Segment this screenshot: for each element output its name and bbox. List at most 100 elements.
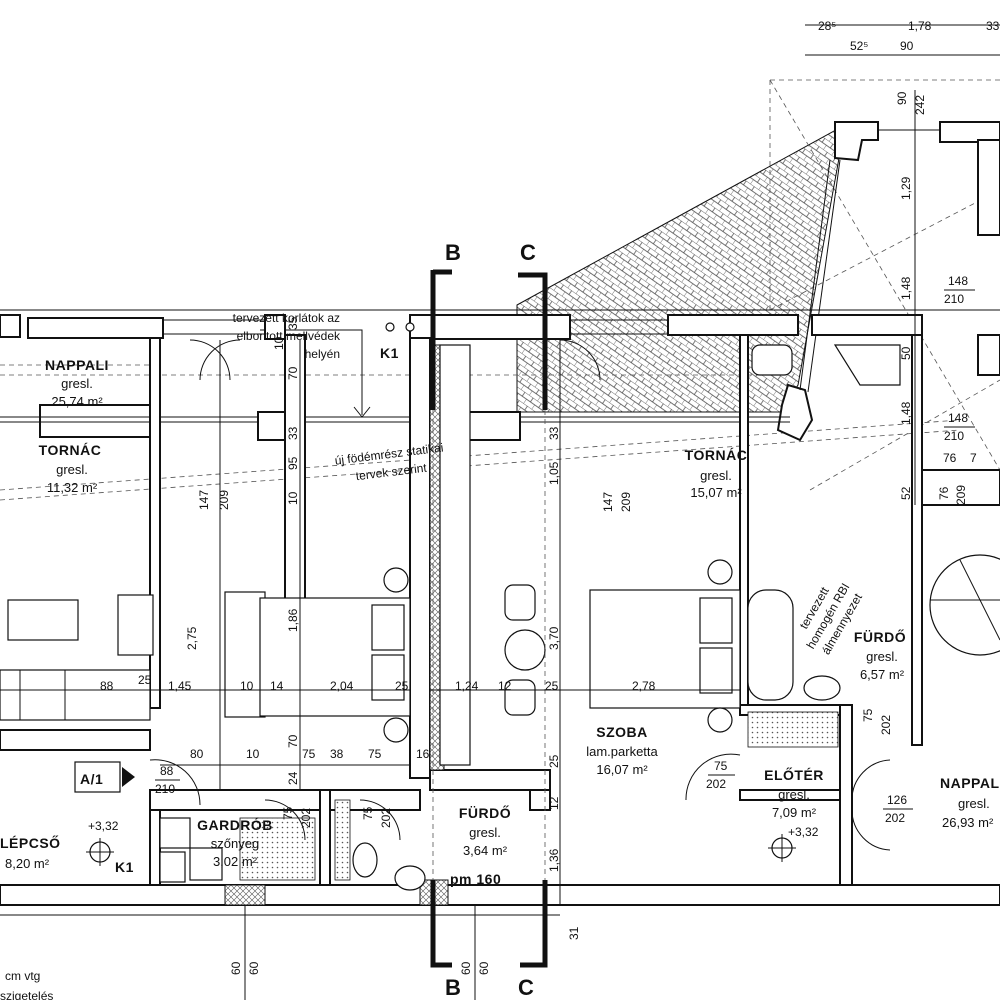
room-terrace-left: TORNÁC gresl. 11,32 m² (39, 442, 102, 495)
dimension-lines (0, 24, 1000, 1000)
bdim-4: 60 (477, 961, 491, 975)
mdim-25: 25 (547, 754, 561, 768)
hall-shelf-hatch (747, 711, 839, 748)
vdim-3: 1,29 (899, 176, 913, 200)
room-floor: gresl. (56, 462, 88, 477)
win4-width: 76 (937, 486, 951, 500)
a1-arrow (122, 767, 135, 787)
room-name: TORNÁC (685, 447, 748, 463)
door-bath2-height: 202 (879, 715, 893, 735)
room-name: GARDRÓB (197, 816, 273, 833)
section-b-top: B (445, 240, 461, 265)
level-marker-hall: +3,32 (768, 825, 819, 862)
a1-tag: A/1 (80, 771, 103, 787)
door-wardrobe-height: 202 (299, 808, 313, 828)
right-vertical-dims: 90 242 1,29 1,48 50 1,48 52 (895, 91, 927, 500)
vdim-4: 1,48 (899, 276, 913, 300)
hdim-10b: 10 (246, 747, 260, 761)
bdim-3: 60 (459, 961, 473, 975)
hdim-124: 1,24 (455, 679, 479, 693)
level-value: +3,32 (88, 819, 119, 833)
level-marker-stair: +3,32 (86, 819, 119, 866)
door-left-width: 147 (197, 490, 211, 510)
room-living-right: NAPPALI gresl. 26,93 m² (940, 775, 1000, 830)
room-floor: gresl. (700, 468, 732, 483)
room-bedroom: SZOBA lam.parketta 16,07 m² (586, 724, 658, 777)
room-area: 15,07 m² (690, 485, 742, 500)
mdim-95: 95 (286, 456, 300, 470)
room-name: SZOBA (596, 724, 648, 740)
door-stair-width: 88 (160, 764, 174, 778)
room-area: 7,09 m² (772, 805, 817, 820)
chimney-hatch (224, 884, 266, 906)
win2-height: 210 (944, 429, 964, 443)
room-area: 25,74 m² (51, 394, 103, 409)
mdim-70b: 70 (286, 734, 300, 748)
k1-tag-top: K1 (380, 345, 399, 361)
bath-shelf-hatch (334, 799, 351, 881)
door-wardrobe-width: 75 (281, 806, 295, 820)
terrace-railing (0, 404, 790, 441)
room-floor: lam.parketta (586, 744, 658, 759)
win1-width: 148 (948, 274, 968, 288)
room-bath-small: FÜRDŐ gresl. 3,64 m² (459, 804, 511, 858)
mdim-10b: 10 (272, 336, 286, 350)
level-value: +3,32 (788, 825, 819, 839)
door-mid-height: 209 (619, 492, 633, 512)
door-stair-height: 210 (155, 782, 175, 796)
room-area: 3,02 m² (213, 854, 258, 869)
door-bath-height: 202 (379, 808, 393, 828)
room-name: ELŐTÉR (764, 766, 824, 783)
room-name: FÜRDŐ (459, 804, 511, 821)
hdim-16: 16 (416, 747, 430, 761)
mdim-31: 31 (567, 926, 581, 940)
hdim-75a: 75 (302, 747, 316, 761)
door-mid-width: 147 (601, 492, 615, 512)
facade-wall (0, 309, 1000, 340)
railing-note-3: helyén (305, 347, 340, 361)
mdim-10: 10 (286, 491, 300, 505)
middle-vertical-dims: 33 95 10 35 10 70 1,86 70 24 33 1,05 3,7… (185, 316, 581, 940)
hdim-25b: 25 (395, 679, 409, 693)
hdim-88: 88 (100, 679, 114, 693)
hdim-278: 2,78 (632, 679, 656, 693)
room-hall: ELŐTÉR gresl. 7,09 m² (764, 766, 824, 820)
door-entry-width: 126 (887, 793, 907, 807)
top-dim-4: 52⁵ (850, 39, 868, 53)
room-name: TORNÁC (39, 442, 102, 458)
mdim-370: 3,70 (547, 626, 561, 650)
room-stair: LÉPCSŐ 8,20 m² (0, 834, 61, 871)
top-dim-5: 90 (900, 39, 914, 53)
section-lines (430, 269, 548, 968)
furniture (0, 322, 1000, 891)
mdim-24: 24 (286, 771, 300, 785)
hdim-80: 80 (190, 747, 204, 761)
room-area: 11,32 m² (47, 480, 98, 495)
vdim-6: 1,48 (899, 401, 913, 425)
room-name: NAPPALI (45, 357, 109, 373)
hdim-25c: 25 (545, 679, 559, 693)
bottom-dims: 60 60 60 60 cm vtg szigetelés (0, 961, 491, 1000)
top-dim-1: 28⁵ (818, 19, 836, 33)
a1-tag-box (74, 761, 121, 793)
vdim-5: 50 (899, 346, 913, 360)
mdim-33b: 33 (547, 426, 561, 440)
note-arrowhead (353, 406, 371, 418)
section-c-bottom: C (518, 975, 534, 1000)
top-dim-2: 1,78 (908, 19, 932, 33)
mdim-275: 2,75 (185, 626, 199, 650)
top-dim-3: 33 (986, 19, 1000, 33)
terrace-edge-line (799, 159, 831, 391)
room-floor: gresl. (61, 376, 93, 391)
mdim-186: 1,86 (286, 608, 300, 632)
win1-height: 210 (944, 292, 964, 306)
door-left-height: 209 (217, 490, 231, 510)
hdim-12: 12 (498, 679, 512, 693)
bdim-1: 60 (229, 961, 243, 975)
vdim-1: 90 (895, 91, 909, 105)
room-name: LÉPCSŐ (0, 834, 61, 851)
room-terrace-mid: TORNÁC gresl. 15,07 m² (685, 447, 748, 500)
terrace-edge-line-2 (807, 159, 841, 393)
mdim-70: 70 (286, 366, 300, 380)
win3-gap: 7 (970, 451, 977, 465)
